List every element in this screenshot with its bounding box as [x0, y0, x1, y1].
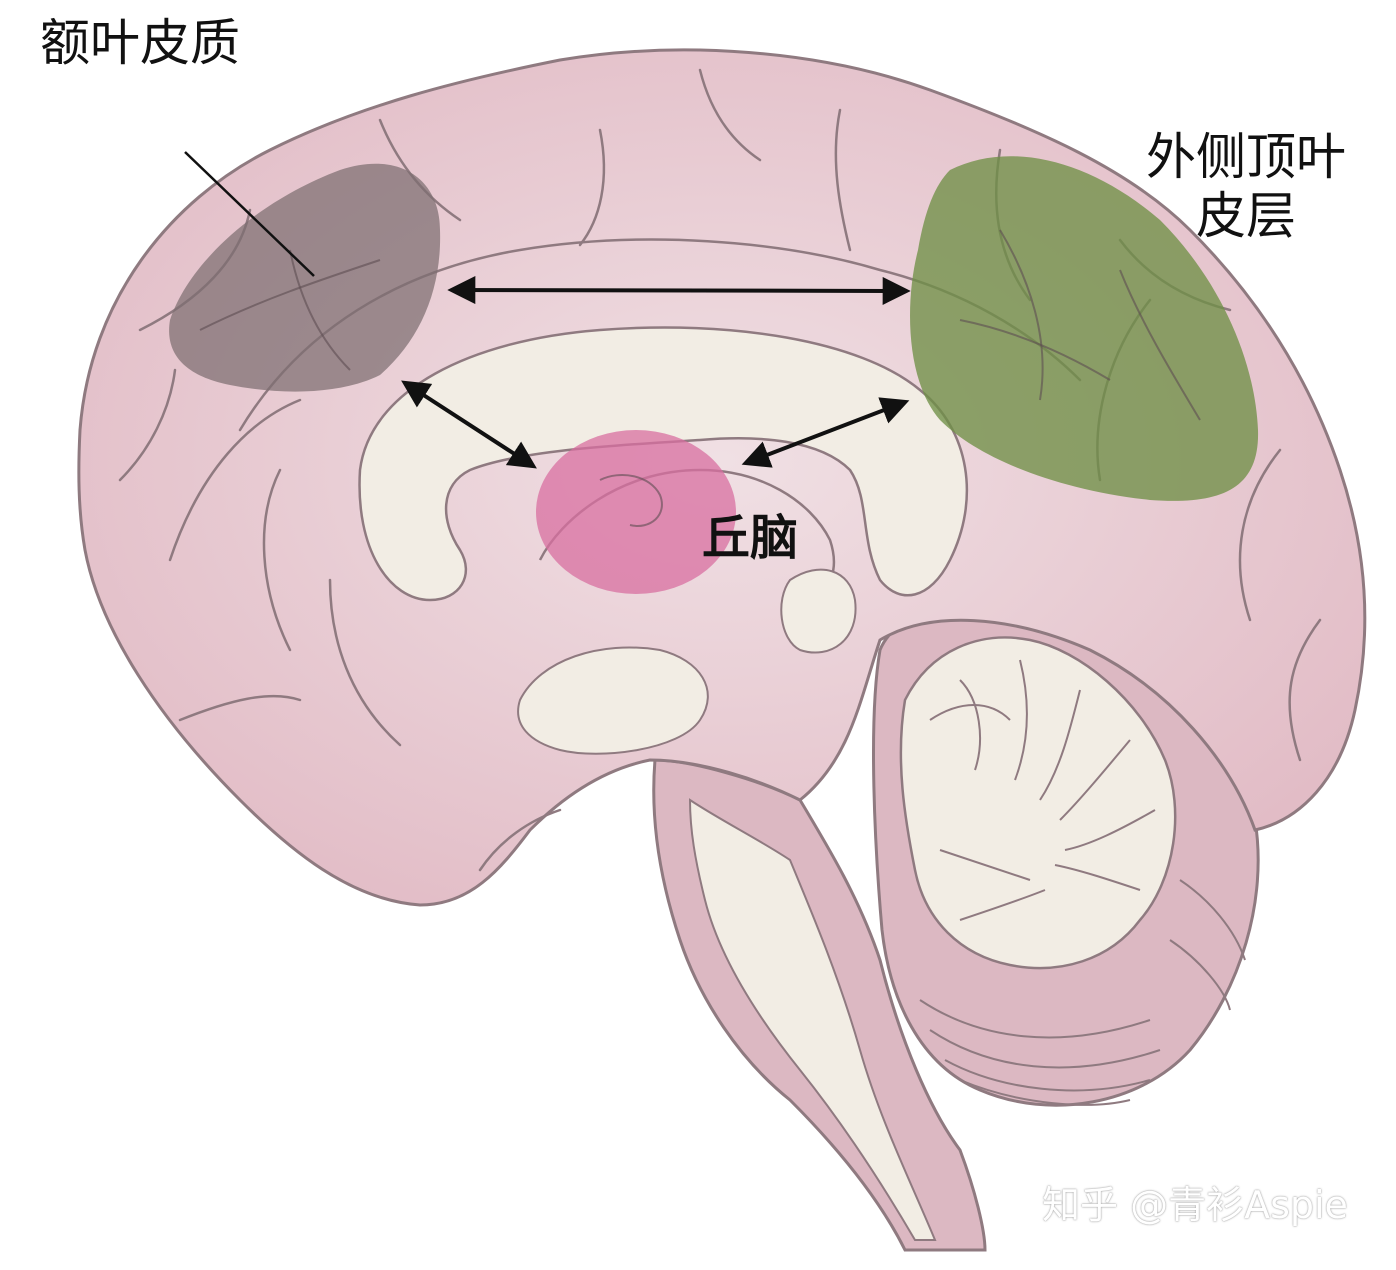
parietal-cortex-label-line2: 皮层 [1196, 187, 1296, 245]
cerebellum-folia [919, 879, 1246, 1106]
parietal-cortex-region [910, 156, 1259, 501]
hypothalamus-region [517, 646, 709, 755]
arrow-parietal-thalamus [741, 397, 910, 468]
thalamus-label: 丘脑 [702, 510, 799, 566]
frontal-cortex-label: 额叶皮质 [40, 14, 240, 72]
arrow-frontal-parietal [447, 276, 911, 305]
region-overlay-sulci [199, 229, 1201, 527]
frontal-label-pointer [184, 151, 315, 277]
parietal-cortex-label: 外侧顶叶 皮层 [1146, 128, 1346, 246]
watermark: 知乎 @青衫Aspie [1042, 1183, 1348, 1227]
brainstem-inner [688, 798, 937, 1241]
arbor-vitae [899, 636, 1177, 970]
thalamus-region [536, 430, 736, 594]
arrow-frontal-thalamus [401, 380, 537, 469]
midbrain-tectum [780, 568, 857, 654]
arbor-vitae-branches [929, 659, 1156, 921]
parietal-cortex-label-line1: 外侧顶叶 [1146, 128, 1346, 186]
frontal-cortex-region [169, 163, 441, 392]
